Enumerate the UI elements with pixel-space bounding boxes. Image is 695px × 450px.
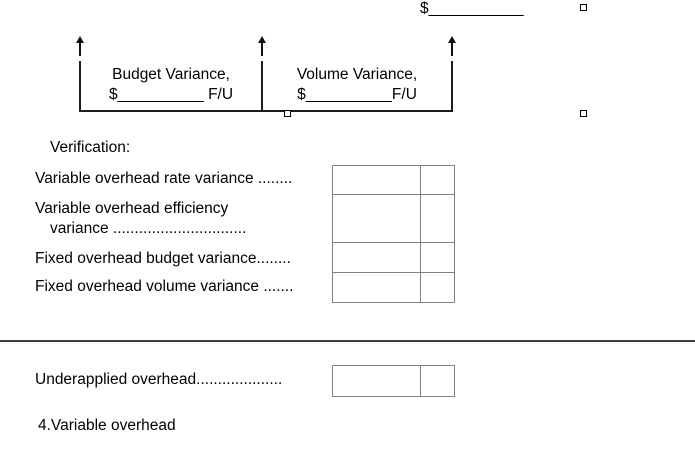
bracket-bottom-line	[79, 110, 453, 112]
verification-cell-r4c2[interactable]	[420, 272, 455, 303]
verification-cell-r1c1[interactable]	[332, 165, 421, 195]
verification-cell-r1c2[interactable]	[420, 165, 455, 195]
volume-variance-blank: $__________F/U	[297, 86, 417, 103]
underapplied-overhead-label: Underapplied overhead...................…	[35, 371, 283, 388]
section-divider-line	[0, 340, 695, 342]
volume-variance-label: Volume Variance, $__________F/U	[263, 65, 451, 105]
verification-item-fixed-volume: Fixed overhead volume variance .......	[35, 277, 293, 297]
verification-cell-r3c1[interactable]	[332, 242, 421, 273]
item-text-line2: variance ...............................	[50, 220, 247, 237]
verification-item-fixed-budget: Fixed overhead budget variance........	[35, 249, 291, 269]
up-arrow-icon	[447, 36, 457, 57]
verification-cell-r3c2[interactable]	[420, 242, 455, 273]
verification-cell-r2c1[interactable]	[332, 194, 421, 243]
bracket-right-line	[451, 61, 453, 111]
verification-heading: Verification:	[50, 139, 131, 156]
bracket-left-line	[79, 61, 81, 111]
verification-item-rate: Variable overhead rate variance ........	[35, 169, 292, 189]
item-text: Fixed overhead budget variance........	[35, 250, 291, 267]
underapplied-overhead-box	[332, 365, 455, 397]
underapplied-cell-amount[interactable]	[332, 365, 421, 397]
up-arrow-icon	[257, 36, 267, 57]
selection-handle-bottom-right[interactable]	[580, 110, 587, 117]
item-text: Fixed overhead volume variance .......	[35, 278, 294, 295]
budget-variance-line1: Budget Variance,	[112, 66, 230, 83]
bracket-middle-line	[261, 61, 263, 111]
budget-variance-blank: $__________ F/U	[108, 86, 234, 103]
verification-table	[332, 165, 455, 303]
item-text: Variable overhead rate variance ........	[35, 170, 293, 187]
item-text: Variable overhead efficiency	[35, 200, 229, 217]
next-section-label: 4.Variable overhead	[38, 417, 176, 434]
budget-variance-label: Budget Variance, $__________ F/U	[81, 65, 261, 105]
verification-item-efficiency: Variable overhead efficiency variance ..…	[35, 199, 246, 239]
selection-handle-top-right[interactable]	[580, 4, 587, 11]
underapplied-cell-flag[interactable]	[420, 365, 455, 397]
verification-cell-r2c2[interactable]	[420, 194, 455, 243]
verification-cell-r4c1[interactable]	[332, 272, 421, 303]
total-variance-blank: $___________	[420, 0, 524, 17]
selection-handle-bracket[interactable]	[284, 110, 291, 117]
up-arrow-icon	[75, 36, 85, 57]
volume-variance-line1: Volume Variance,	[296, 66, 418, 83]
